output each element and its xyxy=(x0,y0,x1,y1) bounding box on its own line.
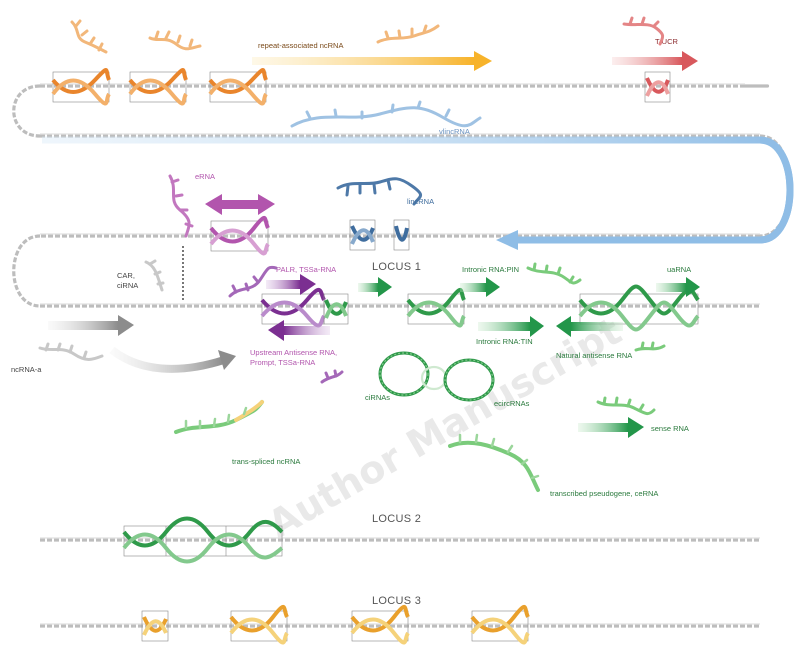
ncrna-a-straight-arrow xyxy=(48,315,134,336)
label-circrnas: ciRNAs xyxy=(365,393,390,402)
rna-molecule-pseudogene xyxy=(450,435,538,490)
label-ncrna-a: ncRNA-a xyxy=(11,365,42,374)
tin-arrow xyxy=(478,316,544,337)
rna-molecule-vlinc xyxy=(292,102,480,126)
label-lincrna: lincRNA xyxy=(407,197,434,206)
label-ecircrnas: ecircRNAs xyxy=(494,399,530,408)
rna-molecule-car xyxy=(146,261,163,290)
sense-arrow xyxy=(578,417,644,438)
circular-rna-cirna xyxy=(380,353,428,395)
rna-molecule-erna xyxy=(170,176,192,236)
palr-arrow xyxy=(266,274,316,295)
helix-box-purple-promoter xyxy=(262,290,324,326)
label-cirna: ciRNA xyxy=(117,281,138,290)
helix-box-green-exon-1 xyxy=(324,294,348,324)
erna-bidirectional-arrow xyxy=(205,194,275,215)
label-repeat-associated-ncrna: repeat-associated ncRNA xyxy=(258,41,343,50)
pin-arrow xyxy=(460,277,500,297)
label-vlincrna: vlincRNA xyxy=(439,127,470,136)
rna-molecule-sense xyxy=(598,398,654,414)
locus-2-title: LOCUS 2 xyxy=(372,513,421,525)
rna-molecule-uarna xyxy=(528,264,580,283)
rna-molecule-upstream xyxy=(322,371,342,382)
rna-molecule-natural xyxy=(636,343,664,350)
label-trans-spliced: trans-spliced ncRNA xyxy=(232,457,300,466)
label-upstream-antisense-1: Upstream Antisense RNA, xyxy=(250,348,337,357)
label-car: CAR, xyxy=(117,271,135,280)
green-arrow-exon1 xyxy=(358,277,392,297)
label-palr: PALR, TSSa-RNA xyxy=(276,265,336,274)
ncrna-a-curved-arrow xyxy=(112,350,236,370)
locus-1-title: LOCUS 1 xyxy=(372,261,421,273)
rna-molecule-orange-3 xyxy=(378,26,438,42)
label-intronic-tin: Intronic RNA:TIN xyxy=(476,337,533,346)
label-erna: eRNA xyxy=(195,172,215,181)
label-sense-rna: sense RNA xyxy=(651,424,689,433)
locus-3-title: LOCUS 3 xyxy=(372,595,421,607)
tucr-arrow xyxy=(612,51,698,71)
label-tucr: T-UCR xyxy=(655,37,678,46)
rna-molecule-orange-2 xyxy=(150,32,200,49)
watermark-text: Author Manuscript xyxy=(261,309,629,547)
rna-molecule-orange-1 xyxy=(72,21,106,52)
chromosome-backbone xyxy=(14,86,790,626)
label-upstream-antisense-2: Prompt, TSSa-RNA xyxy=(250,358,315,367)
label-uarna: uaRNA xyxy=(667,265,691,274)
rna-molecule-trans-spliced xyxy=(176,402,262,432)
label-natural-antisense: Natural antisense RNA xyxy=(556,351,632,360)
circular-rna-faint xyxy=(422,367,446,389)
label-intronic-pin: Intronic RNA:PIN xyxy=(462,265,519,274)
label-pseudogene: transcribed pseudogene, ceRNA xyxy=(550,489,658,498)
rna-molecule-ncrna-a xyxy=(40,344,102,360)
repeat-associated-arrow xyxy=(252,51,492,71)
helix-box-green-exon-2 xyxy=(408,290,464,326)
